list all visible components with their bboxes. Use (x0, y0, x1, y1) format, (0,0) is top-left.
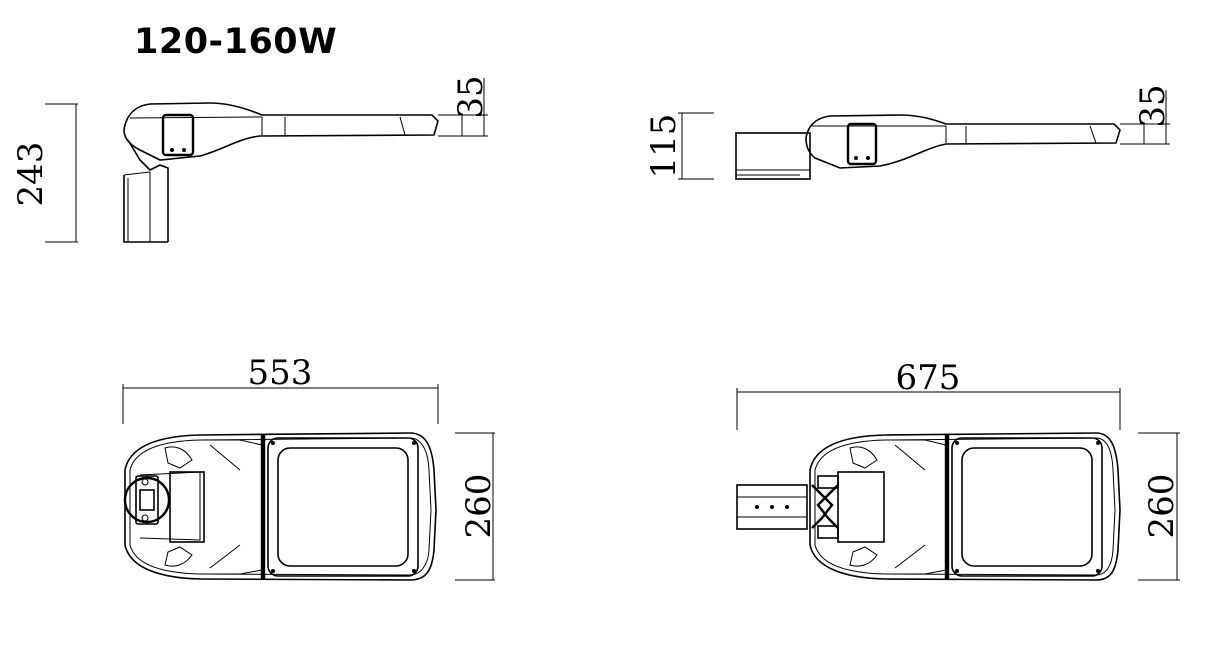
dim-width-260-a: 260 (459, 474, 499, 539)
dim-length-553: 553 (248, 353, 313, 393)
side-view-post-top: 243 35 (11, 75, 491, 243)
dim-height-115: 115 (644, 114, 684, 179)
dim-height-243: 243 (11, 142, 51, 207)
bottom-view-side-entry: 675 260 (736, 358, 1182, 581)
drawing-title: 120-160W (134, 22, 338, 62)
dim-thickness-35-a: 35 (451, 75, 491, 118)
dim-length-675: 675 (896, 358, 961, 398)
dim-width-260-b: 260 (1142, 474, 1182, 539)
dim-thickness-35-b: 35 (1133, 84, 1173, 127)
side-view-side-entry: 115 35 (644, 84, 1173, 180)
bottom-view-post-top: 553 260 (122, 353, 499, 581)
